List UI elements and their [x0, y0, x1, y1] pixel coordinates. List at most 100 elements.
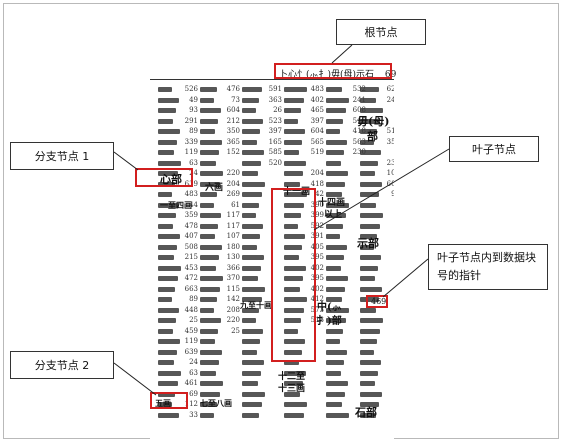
scan-glyph-mark [360, 370, 378, 376]
scan-glyph-mark [326, 213, 346, 218]
scan-glyph-mark [158, 255, 174, 260]
branch-2-highlight [150, 392, 188, 409]
scan-glyph-mark [326, 171, 348, 176]
scan-glyph-mark [326, 307, 349, 313]
scan-page-number: 390 [310, 200, 324, 209]
scan-glyph-mark [158, 108, 176, 113]
scan-glyph-mark [200, 255, 219, 260]
scan-column: 626242518355323810860190 [360, 86, 394, 440]
scan-glyph-mark [242, 223, 263, 229]
scan-glyph-mark [158, 139, 177, 145]
branch-1-highlight [135, 168, 193, 187]
scan-page-number: 241 [353, 96, 366, 104]
scan-glyph-mark [326, 339, 340, 344]
scan-page-number: 24 [189, 169, 198, 177]
scan-page-number: 418 [310, 179, 324, 188]
scan-glyph-mark [158, 150, 174, 155]
scan-page-number: 565 [310, 137, 324, 146]
scan-glyph-mark [200, 381, 223, 386]
scan-glyph-mark [158, 129, 180, 134]
scan-glyph-mark [284, 108, 301, 113]
scan-glyph-mark [200, 139, 222, 145]
heading-shiyihua: 十一画 [283, 187, 311, 197]
scan-page-number: 518 [386, 127, 394, 135]
scan-glyph-mark [326, 244, 347, 250]
scan-glyph-mark [326, 129, 340, 134]
scan-glyph-mark [158, 244, 177, 250]
scan-glyph-mark [200, 349, 222, 355]
scan-glyph-mark [158, 181, 175, 187]
scan-glyph-mark [242, 181, 265, 187]
scan-glyph-mark [326, 328, 343, 334]
scan-glyph-mark [158, 402, 172, 407]
scan-glyph-mark [242, 391, 265, 397]
section-shi2: 石部 [355, 406, 377, 419]
scan-page-number: 370 [226, 274, 240, 282]
scan-page-number: 604 [310, 127, 324, 135]
heading-yishang: 以上 [324, 210, 343, 220]
scan-glyph-mark [158, 360, 174, 365]
callout-branch-node-1: 分支节点 1 [10, 142, 114, 170]
scan-page-number: 459 [184, 326, 198, 335]
section-mu: 毋(母) [357, 115, 390, 128]
scan-page-number: 516 [353, 117, 366, 125]
callout-leaf-node-label: 叶子节点 [472, 143, 516, 156]
scan-glyph-mark [200, 129, 215, 134]
scan-glyph-mark [284, 213, 301, 218]
scan-column: 532241608516418563230 [326, 86, 366, 440]
scan-glyph-mark [200, 244, 222, 250]
scan-glyph-mark [200, 150, 219, 155]
scan-glyph-mark [158, 391, 175, 397]
scan-glyph-mark [158, 307, 179, 313]
scan-glyph-mark [200, 87, 217, 92]
scan-glyph-mark [360, 244, 374, 250]
scan-glyph-mark [242, 360, 264, 365]
scan-glyph-mark [326, 160, 341, 166]
scan-glyph-mark [284, 160, 306, 166]
scan-glyph-mark [360, 223, 380, 229]
scan-page-number: 639 [184, 347, 198, 356]
scan-glyph-mark [158, 339, 180, 344]
scan-glyph-mark [284, 181, 300, 187]
section-zhong: 中(⺗ [317, 302, 342, 313]
scan-page-number: 90 [391, 190, 394, 198]
scan-glyph-mark [200, 318, 221, 323]
scan-glyph-mark [326, 223, 343, 229]
scan-glyph-mark [242, 370, 261, 376]
scan-glyph-mark [158, 223, 173, 229]
scan-page-number: 366 [226, 263, 240, 272]
scan-glyph-mark [360, 318, 383, 323]
scan-glyph-mark [326, 118, 343, 124]
scan-glyph-mark [360, 171, 375, 176]
scan-glyph-mark [360, 192, 379, 197]
scan-glyph-mark [158, 171, 178, 176]
scan-glyph-mark [360, 108, 383, 113]
scan-glyph-mark [200, 391, 220, 397]
scan-glyph-mark [200, 276, 223, 281]
scan-page-number: 626 [386, 85, 394, 93]
scan-glyph-mark [242, 118, 263, 124]
scan-page-number: 89 [189, 295, 198, 303]
scan-glyph-mark [200, 412, 214, 418]
scan-glyph-mark [242, 171, 258, 176]
scan-glyph-mark [158, 213, 176, 218]
scan-glyph-mark [200, 307, 214, 313]
scan-glyph-mark [360, 129, 377, 134]
section-xin: 心部 [160, 173, 182, 186]
scan-glyph-mark [158, 297, 172, 302]
scan-glyph-mark [326, 265, 341, 271]
scan-page-number: 215 [184, 253, 198, 261]
shi-num-469: 469 [371, 297, 387, 306]
scan-glyph-mark [242, 328, 263, 334]
scan-page-number: 107 [226, 232, 240, 240]
root-node-highlight [274, 63, 392, 79]
scan-glyph-mark [326, 202, 349, 208]
scan-page-number: 204 [310, 169, 324, 177]
scan-glyph-mark [360, 307, 376, 313]
scan-glyph-mark [360, 328, 380, 334]
scan-glyph-mark [326, 381, 348, 386]
scan-glyph-mark [158, 276, 178, 281]
root-row-labels: 卜心忄(⺗⺘)毋(母)示石 [279, 70, 375, 80]
scan-glyph-mark [360, 339, 377, 344]
